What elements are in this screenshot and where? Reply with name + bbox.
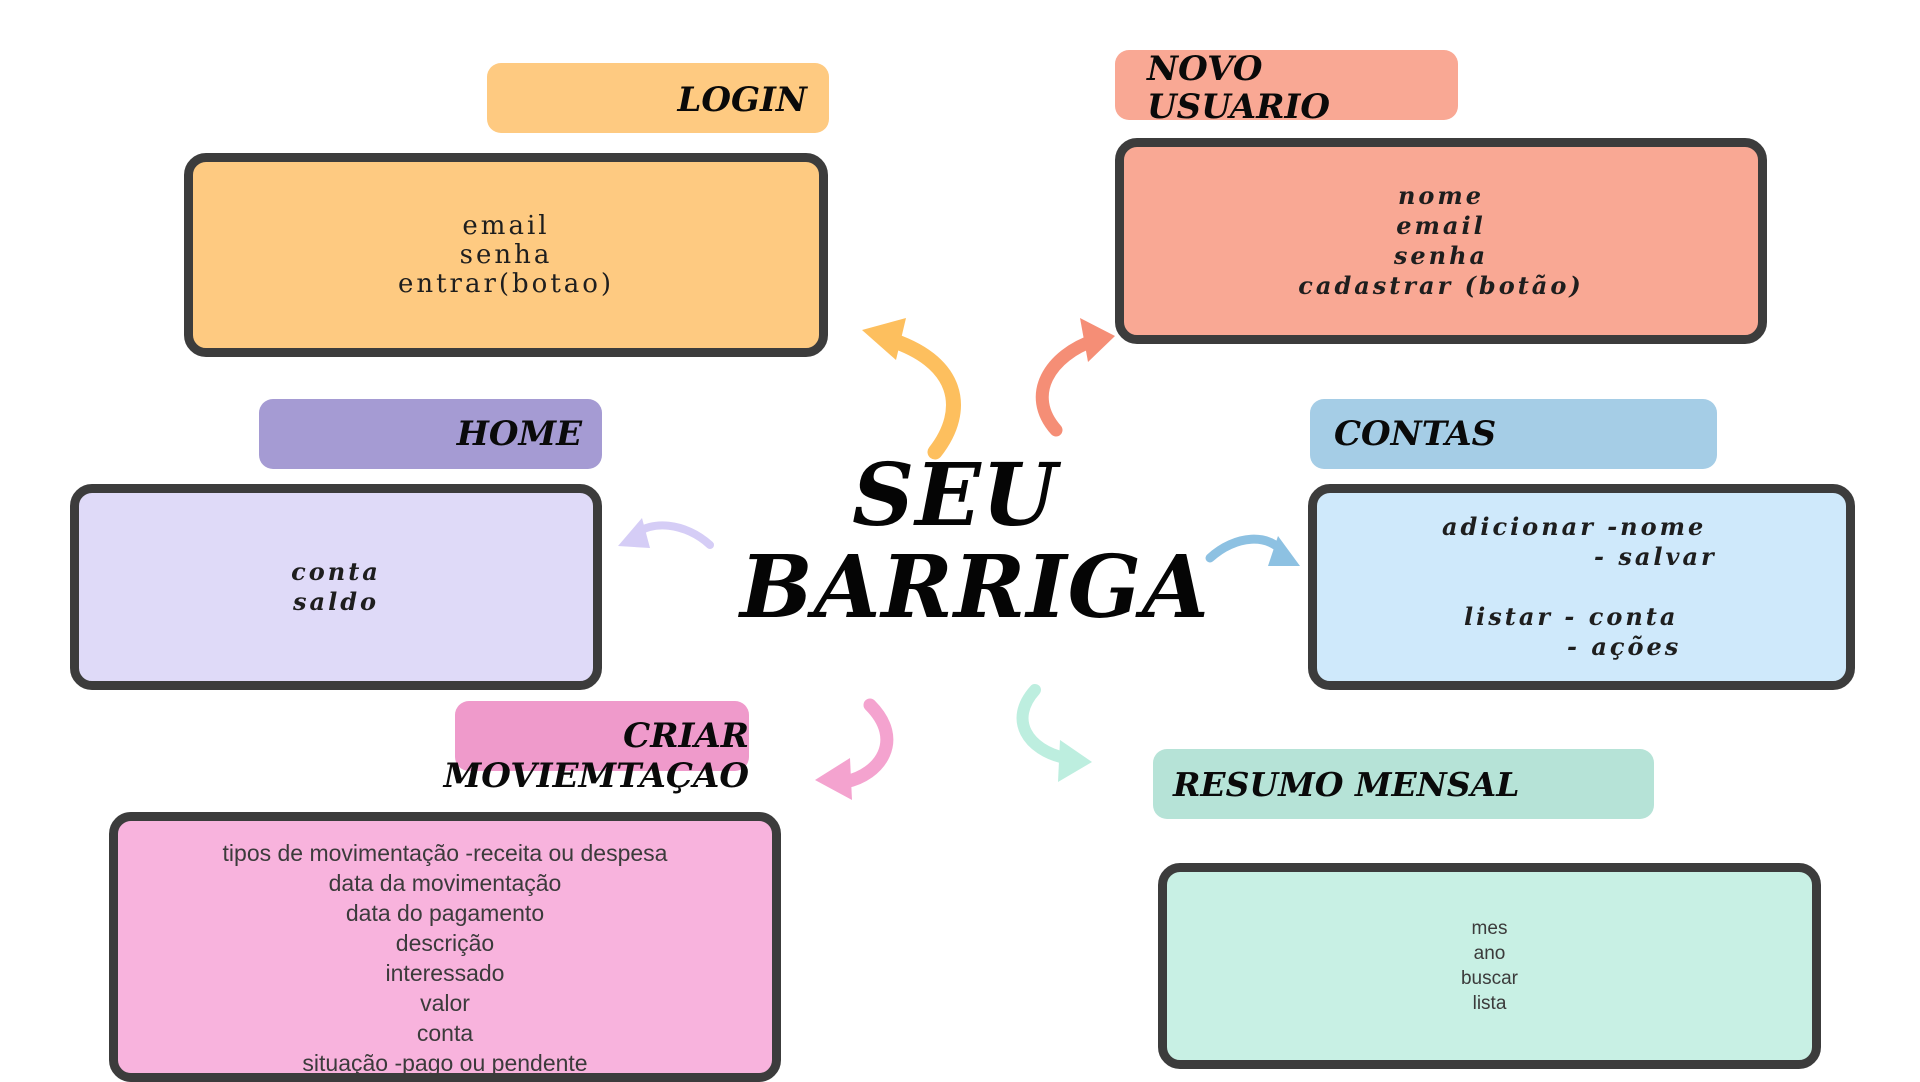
- criar-movimentacao-line: interessado: [385, 960, 505, 986]
- criar-movimentacao-line: descrição: [395, 930, 495, 956]
- criar-movimentacao-line: data da movimentação: [328, 870, 562, 896]
- title-line-1: SEU: [852, 445, 1058, 546]
- contas-card: adicionar -nome - salvar listar - conta …: [1308, 484, 1855, 690]
- central-title: SEU BARRIGA: [740, 445, 1210, 638]
- home-tag: HOME: [259, 399, 602, 469]
- criar-movimentacao-card: tipos de movimentação -receita ou despes…: [109, 812, 781, 1082]
- novo-usuario-line: nome: [1397, 181, 1485, 210]
- arrow-to-contas: [1205, 534, 1300, 566]
- novo-usuario-tag-line-2: USUARIO: [1147, 87, 1330, 127]
- resumo-mensal-card: mes ano buscar lista: [1158, 863, 1821, 1069]
- contas-line: - ações: [1567, 632, 1682, 661]
- home-line: saldo: [293, 587, 379, 616]
- contas-line: - salvar: [1594, 542, 1717, 571]
- criar-movimentacao-tag: CRIAR MOVIEMTAÇAO: [444, 701, 749, 793]
- arrow-to-resumo-mensal: [1016, 684, 1092, 782]
- arrow-to-novo-usuario: [1035, 318, 1115, 437]
- login-card: email senha entrar(botao): [184, 153, 828, 357]
- title-line-2: BARRIGA: [740, 537, 1210, 638]
- novo-usuario-line: email: [1396, 211, 1486, 240]
- login-line: entrar(botao): [397, 268, 615, 299]
- resumo-mensal-tag-label: RESUMO MENSAL: [1173, 765, 1520, 804]
- criar-movimentacao-tag-line-2: MOVIEMTAÇAO: [443, 756, 749, 796]
- arrow-to-criar-movimentacao: [815, 698, 894, 800]
- novo-usuario-line: cadastrar (botão): [1298, 271, 1584, 300]
- criar-movimentacao-line: conta: [416, 1020, 474, 1046]
- contas-tag: CONTAS: [1310, 399, 1717, 469]
- criar-movimentacao-line: situação -pago ou pendente: [302, 1050, 588, 1076]
- home-line: conta: [291, 557, 381, 586]
- resumo-mensal-tag: RESUMO MENSAL: [1153, 749, 1654, 819]
- resumo-mensal-line: lista: [1472, 993, 1507, 1014]
- novo-usuario-tag-line-1: NOVO: [1147, 49, 1263, 89]
- novo-usuario-tag: NOVO USUARIO: [1115, 49, 1458, 124]
- login-line: senha: [459, 239, 553, 270]
- resumo-mensal-line: ano: [1473, 943, 1506, 964]
- login-tag-label: LOGIN: [677, 80, 807, 120]
- criar-movimentacao-line: valor: [420, 990, 470, 1016]
- login-tag: LOGIN: [487, 63, 829, 133]
- novo-usuario-line: senha: [1393, 241, 1489, 270]
- contas-line: [1317, 572, 1846, 602]
- criar-movimentacao-line: tipos de movimentação -receita ou despes…: [222, 840, 668, 866]
- arrow-to-home: [618, 518, 714, 549]
- criar-movimentacao-line: data do pagamento: [345, 900, 545, 926]
- novo-usuario-card: nome email senha cadastrar (botão): [1115, 138, 1767, 344]
- login-line: email: [462, 210, 550, 241]
- contas-line: listar - conta: [1464, 602, 1679, 631]
- contas-line: adicionar -nome: [1442, 512, 1707, 541]
- home-card: conta saldo: [70, 484, 602, 690]
- home-tag-label: HOME: [456, 414, 582, 454]
- resumo-mensal-line: buscar: [1460, 968, 1519, 989]
- contas-tag-label: CONTAS: [1334, 414, 1497, 454]
- resumo-mensal-line: mes: [1471, 918, 1508, 939]
- criar-movimentacao-tag-line-1: CRIAR: [623, 716, 749, 756]
- arrow-to-login: [862, 318, 961, 460]
